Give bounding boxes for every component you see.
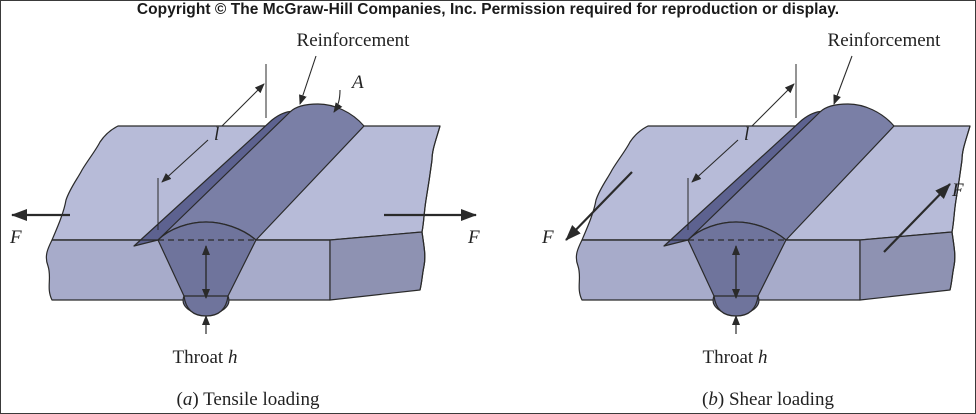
caption-b: (b) Shear loading <box>702 389 834 410</box>
reinforcement-label-b: Reinforcement <box>828 30 942 51</box>
panel-b-shear: Reinforcement l F F Throat h (b) Shear l… <box>541 30 971 410</box>
force-right-label-a: F <box>467 227 480 248</box>
force-right-label-b: F <box>951 180 964 201</box>
panel-a-tensile: Reinforcement A l F F Throat h (a) Tensi… <box>9 30 480 410</box>
reinforcement-label-a: Reinforcement <box>297 30 411 51</box>
force-left-label-a: F <box>9 227 22 248</box>
throat-label-b: Throat h <box>703 347 768 368</box>
weld-root <box>713 295 759 317</box>
caption-a: (a) Tensile loading <box>177 389 320 410</box>
area-label-a: A <box>350 72 364 93</box>
length-label-b: l <box>744 124 749 145</box>
plate-side-face <box>329 231 426 301</box>
weld-root <box>183 295 229 317</box>
length-label-a: l <box>214 124 219 145</box>
plate-side-face <box>859 231 956 301</box>
force-left-label-b: F <box>541 227 554 248</box>
copyright-notice: Copyright © The McGraw-Hill Companies, I… <box>136 1 840 18</box>
throat-label-a: Throat h <box>173 347 238 368</box>
